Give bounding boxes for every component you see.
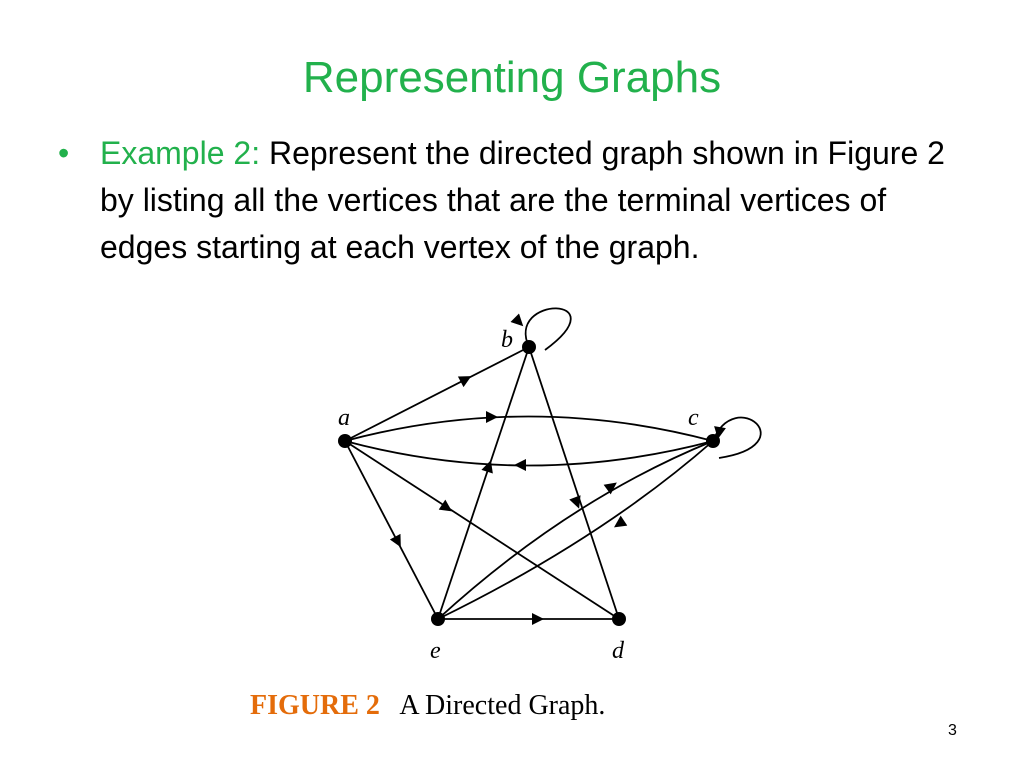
vertex-d <box>612 612 626 626</box>
edge-c-a <box>344 440 714 467</box>
vertex-label-c: c <box>688 405 699 431</box>
vertex-label-a: a <box>338 405 350 431</box>
vertex-c <box>706 434 720 448</box>
figure-caption-text: A Directed Graph. <box>399 690 606 721</box>
bullet-dot-icon: • <box>58 135 70 171</box>
edge-c-e-lower <box>437 440 714 620</box>
loop-c <box>712 416 762 459</box>
figure-number: FIGURE 2 <box>250 690 380 721</box>
graph-vertices <box>338 340 720 626</box>
vertex-a <box>338 434 352 448</box>
vertex-label-d: d <box>612 638 625 664</box>
vertex-label-e: e <box>430 638 441 664</box>
slide-page-number: 3 <box>948 722 957 739</box>
vertex-e <box>431 612 445 626</box>
vertex-label-b: b <box>501 327 513 353</box>
arrow-c-e <box>614 515 628 528</box>
edge-a-c <box>344 415 714 442</box>
edge-a-b <box>344 346 530 442</box>
example-text: Represent the directed graph shown in Fi… <box>100 135 945 265</box>
edge-e-c-upper <box>437 440 714 620</box>
figure-caption: FIGURE 2 A Directed Graph. <box>250 688 605 724</box>
vertex-b <box>522 340 536 354</box>
edge-b-d <box>528 346 620 620</box>
slide-title: Representing Graphs <box>302 53 722 102</box>
edge-a-e <box>344 440 439 620</box>
edge-e-b <box>437 346 530 620</box>
graph-edges <box>344 307 762 620</box>
loop-b <box>524 307 572 351</box>
arrow-loop-b <box>510 313 524 327</box>
arrow-e-c <box>603 482 617 495</box>
bullet-text-block: Example 2: Represent the directed graph … <box>100 130 950 271</box>
example-label: Example 2: <box>100 135 261 171</box>
edge-a-d <box>344 440 620 620</box>
